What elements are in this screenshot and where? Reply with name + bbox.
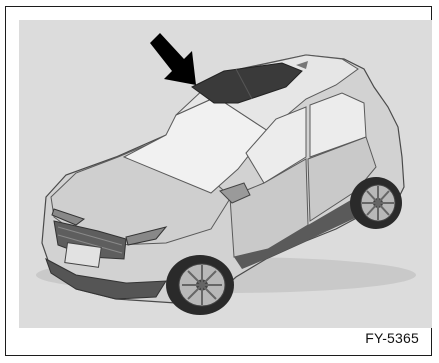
figure-frame: FY-5365 xyxy=(5,6,432,356)
arrow-icon xyxy=(150,33,196,85)
front-wheel xyxy=(166,255,234,315)
car-illustration xyxy=(6,7,433,357)
figure-code: FY-5365 xyxy=(365,330,419,346)
license-plate xyxy=(65,243,101,268)
rear-wheel xyxy=(350,177,402,229)
